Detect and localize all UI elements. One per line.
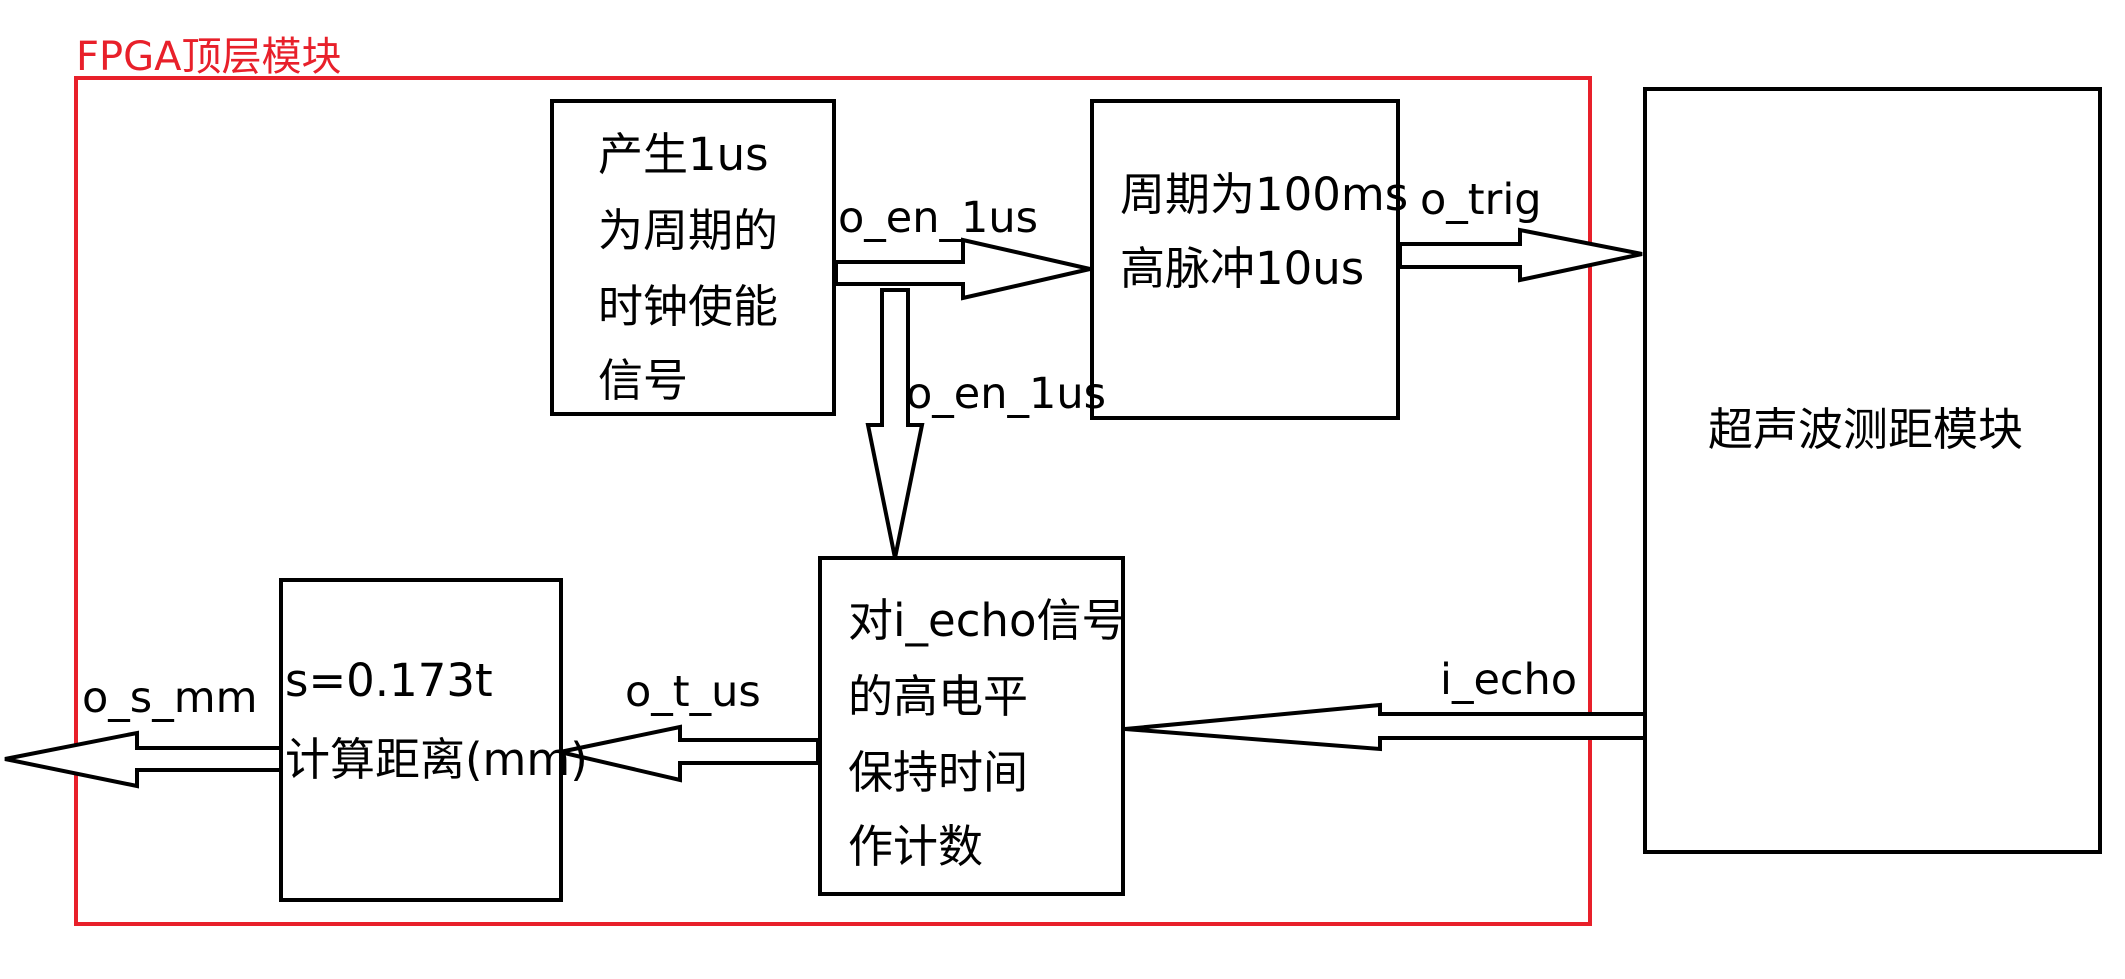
signal-label-o-t-us: o_t_us [625, 667, 761, 717]
signal-label-o-trig: o_trig [1420, 175, 1542, 225]
echo-counter-line-3: 保持时间 [848, 746, 1028, 799]
ultrasonic-module-block [1643, 87, 2102, 854]
arrow-o-en-1us-down [865, 288, 925, 559]
trigger-gen-line-2: 高脉冲10us [1120, 242, 1364, 295]
arrow-o-trig [1398, 227, 1643, 283]
clock-enable-line-4: 信号 [598, 354, 688, 407]
trigger-generator-block [1090, 99, 1400, 420]
distance-calc-line-1: s=0.173t [285, 654, 493, 707]
clock-enable-line-3: 时钟使能 [598, 280, 778, 333]
signal-label-o-s-mm: o_s_mm [82, 673, 258, 723]
echo-counter-line-2: 的高电平 [848, 670, 1028, 723]
signal-label-i-echo: i_echo [1440, 655, 1577, 705]
distance-calc-line-2: 计算距离(mm) [285, 733, 588, 786]
arrow-o-en-1us-right [834, 237, 1091, 301]
fpga-top-frame [74, 76, 1592, 926]
trigger-gen-line-1: 周期为100ms [1120, 168, 1408, 221]
echo-counter-block [818, 556, 1125, 896]
clock-enable-line-1: 产生1us [598, 128, 769, 181]
arrow-i-echo [1124, 702, 1647, 752]
signal-label-o-en-1us-down: o_en_1us [906, 369, 1106, 419]
signal-label-o-en-1us-right: o_en_1us [838, 193, 1038, 243]
clock-enable-block [550, 99, 836, 416]
clock-enable-line-2: 为周期的 [598, 204, 778, 257]
fpga-top-title: FPGA顶层模块 [76, 34, 342, 80]
distance-calc-block [279, 578, 563, 902]
echo-counter-line-4: 作计数 [848, 820, 983, 873]
ultrasonic-module-label: 超声波测距模块 [1708, 403, 2023, 456]
echo-counter-line-1: 对i_echo信号 [848, 594, 1126, 647]
arrow-o-t-us [559, 724, 820, 783]
arrow-o-s-mm [4, 730, 283, 789]
